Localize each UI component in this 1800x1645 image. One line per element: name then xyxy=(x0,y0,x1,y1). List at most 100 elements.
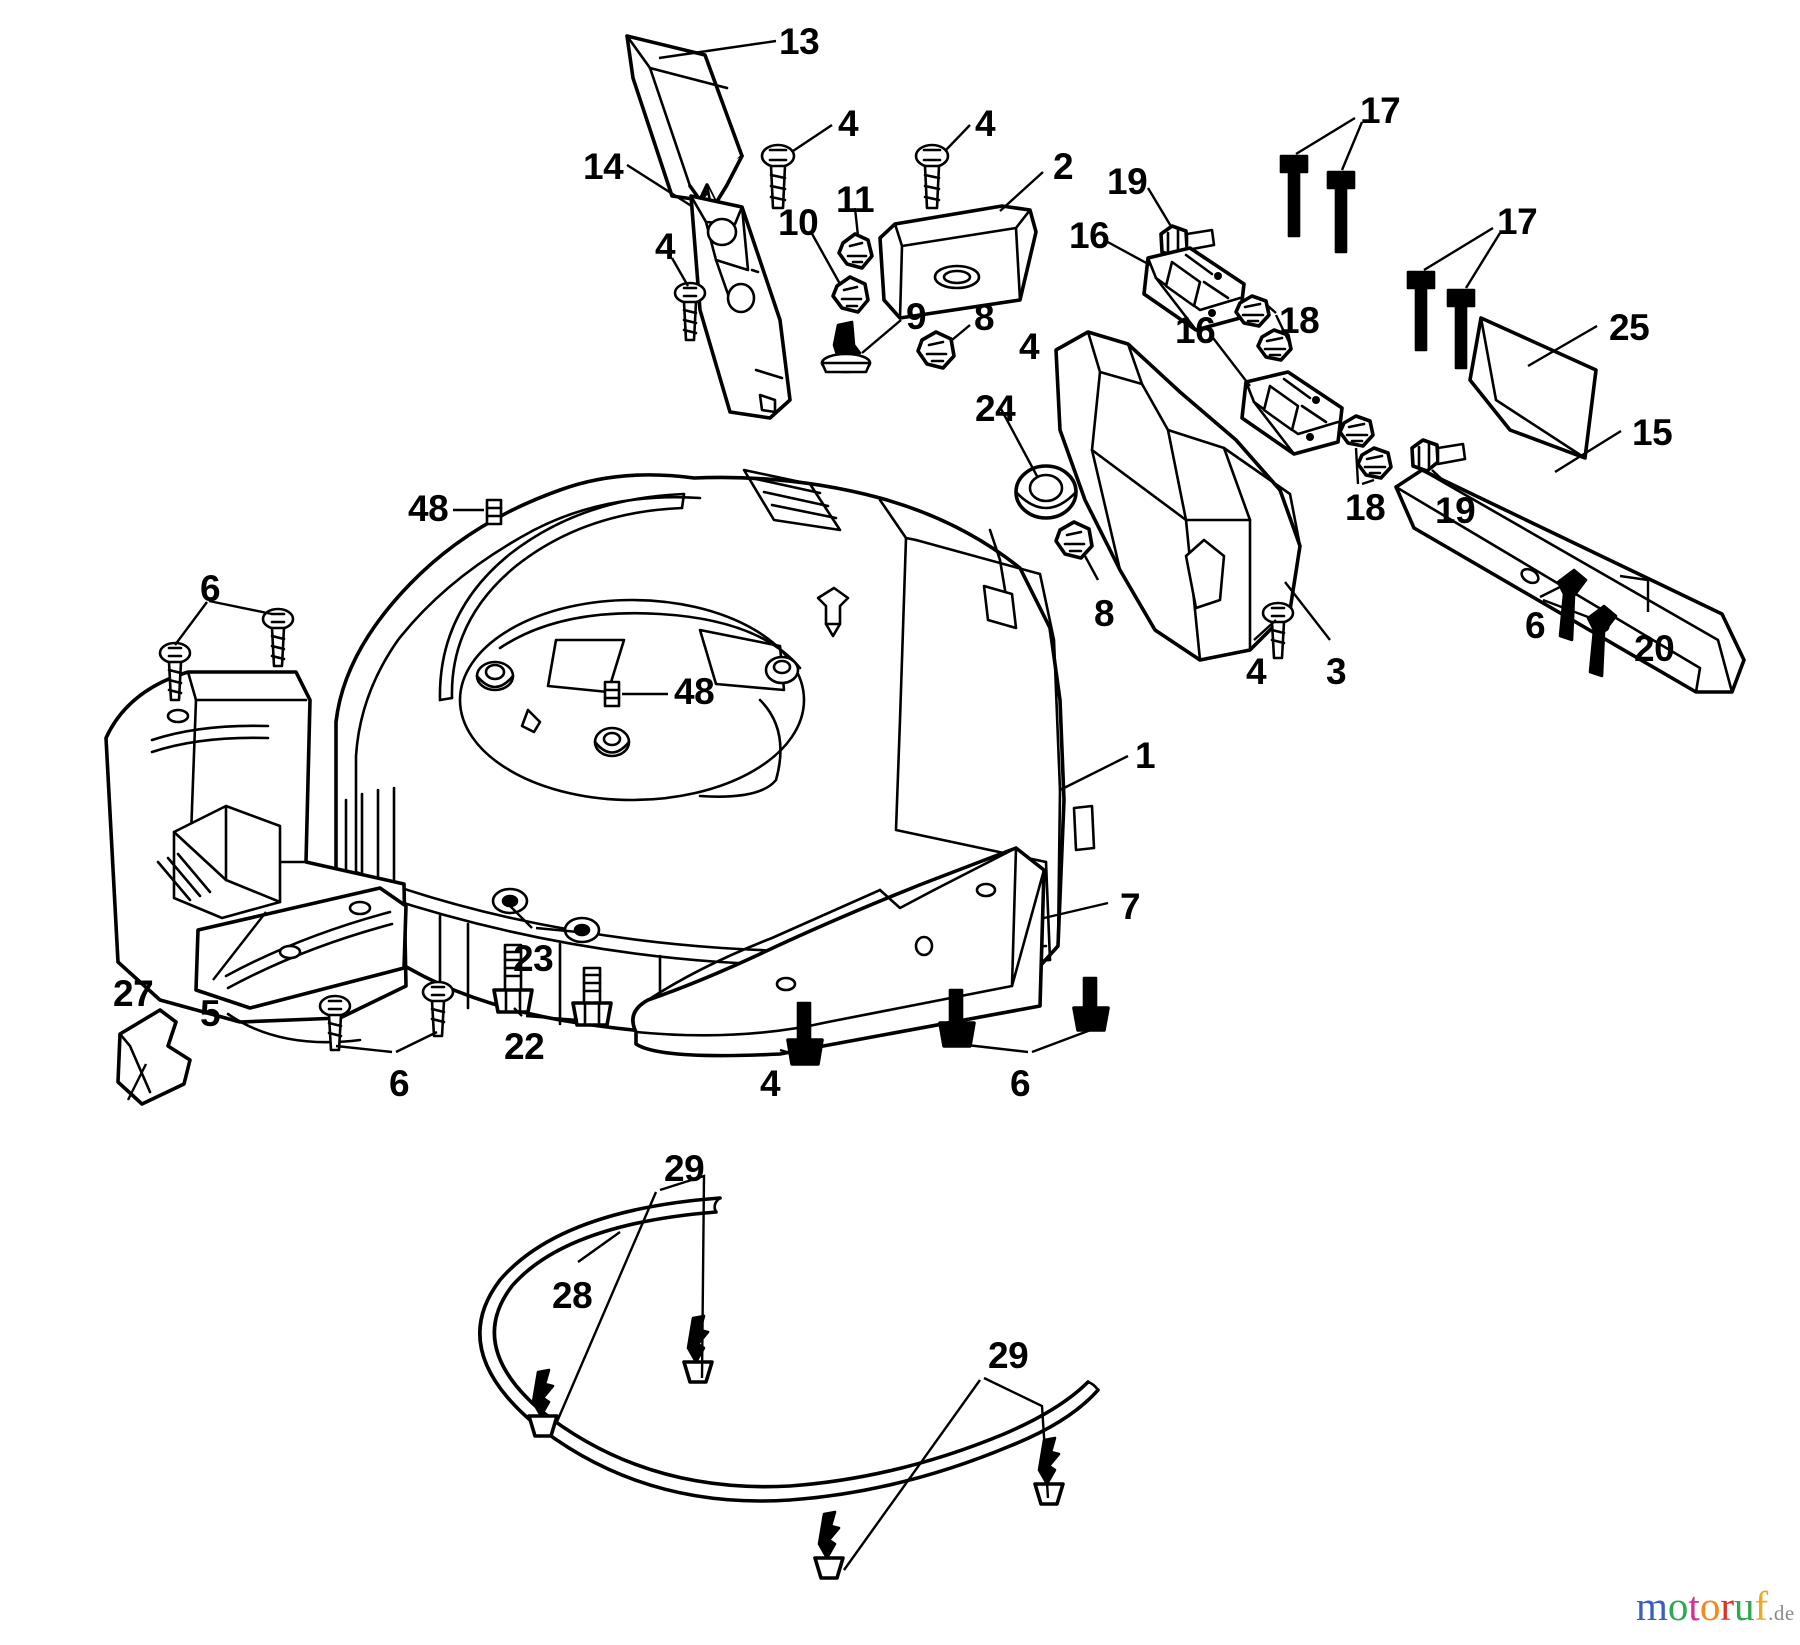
leader-8-a xyxy=(951,324,971,341)
leader-23-a xyxy=(509,905,533,929)
logo-tld: .de xyxy=(1768,1601,1795,1625)
leader-27 xyxy=(126,1063,148,1101)
part-27-wedge xyxy=(116,1008,192,1106)
callout-16-b: 16 xyxy=(1175,310,1216,351)
callout-2: 2 xyxy=(1053,146,1074,187)
part-20-bolts xyxy=(1556,568,1618,678)
callout-3: 3 xyxy=(1326,651,1347,692)
callout-9: 9 xyxy=(906,296,927,337)
callout-4-f: 4 xyxy=(760,1063,781,1104)
callout-24: 24 xyxy=(975,388,1016,429)
leader-6-e1 xyxy=(1539,582,1567,599)
leader-6-ul-b xyxy=(208,599,273,616)
leader-10 xyxy=(809,231,842,285)
logo-letter-t: t xyxy=(1688,1583,1700,1629)
screw-6-ll-a xyxy=(318,994,352,1052)
fastener-4-chute xyxy=(1261,601,1295,660)
logo-letter-m: m xyxy=(1636,1583,1668,1629)
callout-48-b: 48 xyxy=(674,671,715,712)
part-28-skirt-band xyxy=(478,1196,1100,1503)
callout-16-a: 16 xyxy=(1069,215,1110,256)
leader-18-a1 xyxy=(1267,305,1277,314)
leader-20 xyxy=(1619,574,1650,612)
leader-29-c xyxy=(983,1376,1050,1499)
part-18-nuts-lower xyxy=(1338,414,1393,480)
callout-15: 15 xyxy=(1632,412,1673,453)
callout-11: 11 xyxy=(836,179,875,220)
part-8-nut-upper xyxy=(916,330,956,370)
part-16-block-lower xyxy=(1240,370,1344,456)
leader-16-b xyxy=(1209,333,1251,387)
part-10-nut xyxy=(831,275,870,314)
callout-18-b: 18 xyxy=(1345,487,1386,528)
callout-14: 14 xyxy=(583,146,624,187)
fastener-4-top-left xyxy=(760,143,796,210)
part-25-plate xyxy=(1468,316,1598,460)
logo-letter-o1: o xyxy=(1667,1583,1689,1629)
leader-22-b xyxy=(525,1014,579,1022)
part-17-bolts-top xyxy=(1279,154,1356,254)
leader-17-a2 xyxy=(1340,121,1364,171)
leader-9 xyxy=(861,319,902,354)
callout-19-b: 19 xyxy=(1435,490,1476,531)
callout-6-c: 6 xyxy=(1010,1063,1031,1104)
fastener-4-front xyxy=(786,1001,824,1066)
rivet-29-b xyxy=(527,1368,559,1438)
callout-1: 1 xyxy=(1135,735,1156,776)
screw-6-ul-b xyxy=(261,607,295,668)
leader-6-f-a xyxy=(957,1042,1029,1054)
part-16-block-upper xyxy=(1142,246,1246,332)
callout-48-a: 48 xyxy=(408,488,449,529)
leader-17-a1 xyxy=(1295,116,1356,156)
leader-16-a xyxy=(1103,238,1151,267)
leader-4-chute xyxy=(1253,619,1277,641)
deck-boss-bottom xyxy=(593,726,631,758)
leader-29-b xyxy=(554,1191,658,1425)
leader-4-left xyxy=(670,257,690,287)
leader-13 xyxy=(658,39,777,60)
leader-15 xyxy=(1554,429,1622,474)
part-23-washers xyxy=(491,887,601,944)
part-22-bolts xyxy=(492,943,613,1027)
callout-23: 23 xyxy=(513,938,554,979)
callout-17-a: 17 xyxy=(1360,90,1401,131)
leader-28 xyxy=(577,1231,621,1263)
fastener-4-left xyxy=(673,281,707,342)
part-17-bolts-second xyxy=(1406,270,1476,370)
leader-5 xyxy=(212,911,267,981)
logo-letter-o2: o xyxy=(1699,1583,1721,1629)
bolt-22-a xyxy=(492,943,534,1014)
leader-22-a xyxy=(513,1007,523,1017)
logo-letter-u: u xyxy=(1733,1583,1755,1629)
callout-4-c: 4 xyxy=(655,226,676,267)
leader-4-a xyxy=(792,124,833,152)
callout-8-a: 8 xyxy=(974,297,995,338)
callout-17-b: 17 xyxy=(1497,201,1538,242)
callout-27: 27 xyxy=(113,973,154,1014)
leader-24 xyxy=(998,406,1040,479)
callout-8-b: 8 xyxy=(1094,593,1115,634)
motoruf-logo[interactable]: motoruf.de xyxy=(1636,1586,1795,1627)
callout-25: 25 xyxy=(1609,307,1650,348)
logo-letter-r: r xyxy=(1720,1583,1734,1629)
leader-17-b1 xyxy=(1423,226,1494,272)
callout-18-a: 18 xyxy=(1279,300,1320,341)
leader-17-b2 xyxy=(1464,232,1502,289)
part-6-screws-lower-left xyxy=(318,980,455,1052)
leader-4-front xyxy=(779,1048,801,1058)
leader-18-a2 xyxy=(1274,314,1292,345)
callout-4-e: 4 xyxy=(1246,651,1267,692)
part-2-cap xyxy=(878,204,1038,320)
callout-10: 10 xyxy=(778,202,819,243)
leader-29-d xyxy=(843,1379,981,1571)
callout-28: 28 xyxy=(552,1275,593,1316)
part-29-rivets xyxy=(527,1314,1065,1580)
part-48-bushing-b xyxy=(603,680,621,708)
leader-7 xyxy=(1043,901,1109,920)
callout-6-a: 6 xyxy=(200,568,221,609)
rivet-29-c xyxy=(813,1510,845,1580)
part-13-cover xyxy=(625,34,744,209)
leader-29-a xyxy=(659,1174,706,1379)
part-6-screws-front xyxy=(938,976,1110,1048)
